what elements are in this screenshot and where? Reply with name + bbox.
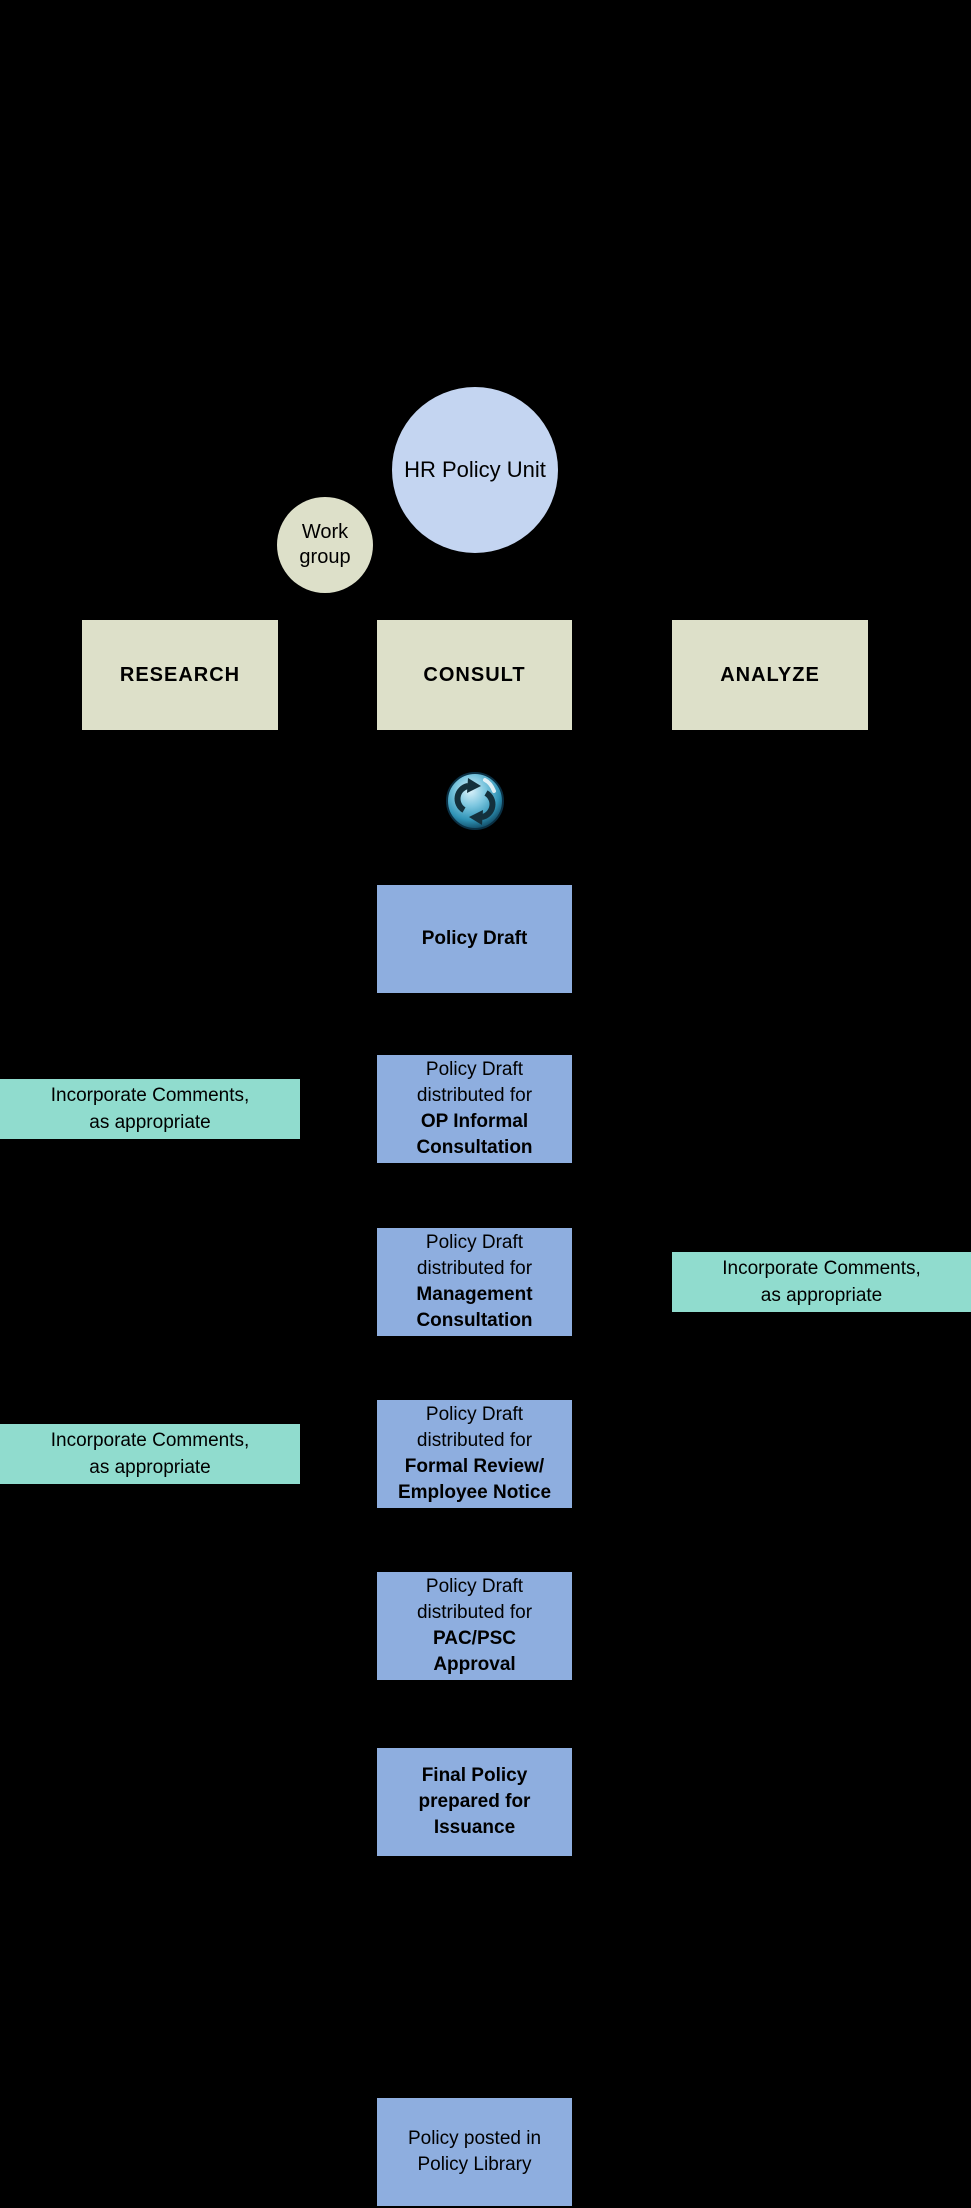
process-step-op-informal-consultation: Policy Draft distributed for OP Informal… [377, 1055, 572, 1163]
stage-consult: CONSULT [377, 620, 572, 730]
process-step-final-policy-issuance: Final Policy prepared for Issuance [377, 1748, 572, 1856]
work-group-circle: Work group [277, 497, 373, 593]
process-step-formal-review-employee-notice: Policy Draft distributed for Formal Revi… [377, 1400, 572, 1508]
process-step-policy-draft: Policy Draft [377, 885, 572, 993]
stage-research: RESEARCH [82, 620, 278, 730]
comment-incorporate-3: Incorporate Comments, as appropriate [0, 1424, 300, 1484]
process-step-pac-psc-approval: Policy Draft distributed for PAC/PSC App… [377, 1572, 572, 1680]
sync-refresh-orb-svg [446, 772, 504, 830]
comment-incorporate-2: Incorporate Comments, as appropriate [672, 1252, 971, 1312]
stage-consult-label: CONSULT [423, 663, 526, 686]
stage-analyze: ANALYZE [672, 620, 868, 730]
comment-incorporate-1: Incorporate Comments, as appropriate [0, 1079, 300, 1139]
hr-policy-unit-circle: HR Policy Unit [392, 387, 558, 553]
sync-refresh-orb-icon [444, 771, 506, 833]
hr-policy-unit-label: HR Policy Unit [404, 457, 546, 482]
process-step-policy-posted: Policy posted in Policy Library [377, 2098, 572, 2206]
stage-analyze-label: ANALYZE [720, 663, 820, 686]
stage-research-label: RESEARCH [119, 663, 241, 686]
work-group-label-line: group [299, 546, 351, 568]
process-step-management-consultation: Policy Draft distributed for Management … [377, 1228, 572, 1336]
work-group-label-line: Work [301, 521, 349, 543]
